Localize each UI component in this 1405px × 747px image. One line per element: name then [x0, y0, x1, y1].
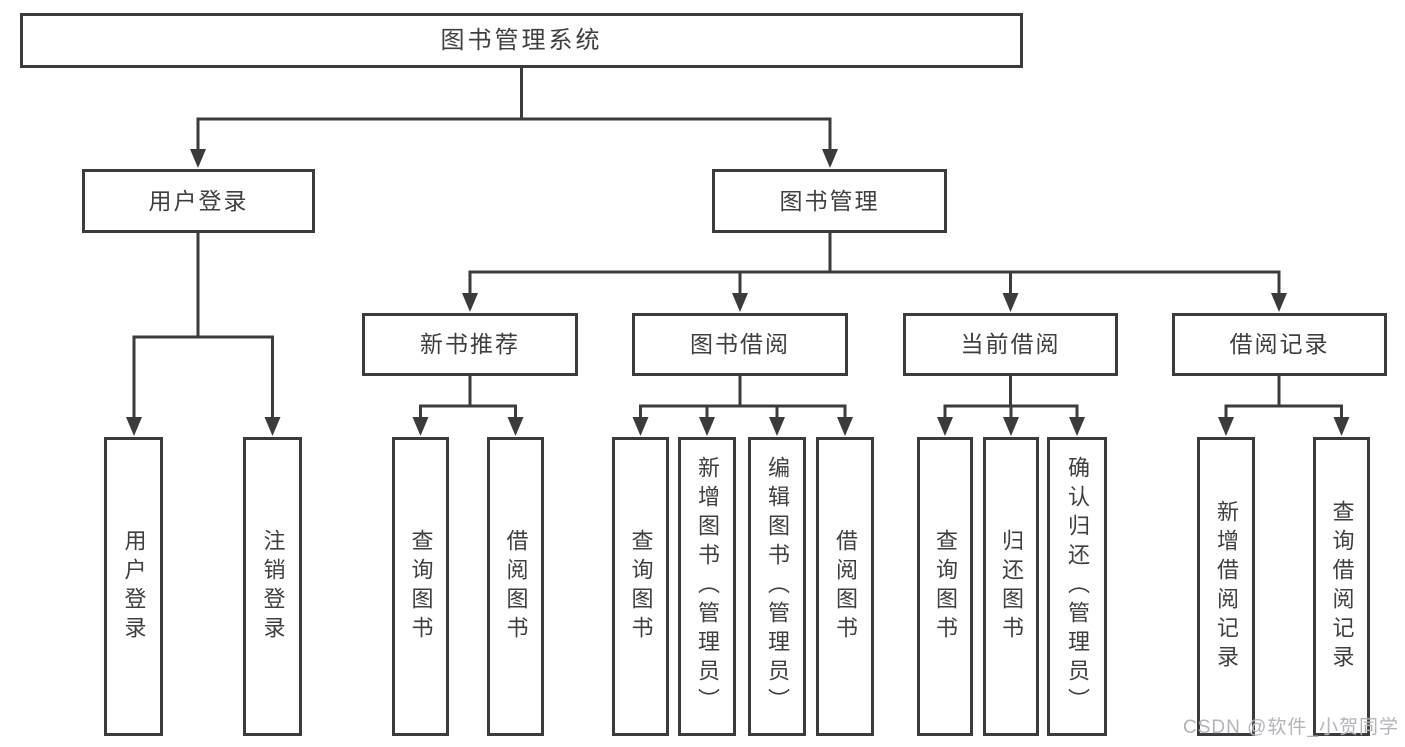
leaf-add-borrow-record: 新增借阅记录 [1197, 437, 1255, 736]
node-borrow-records: 借阅记录 [1172, 313, 1387, 376]
leaf-confirm-return-admin: 确认归还（管理员） [1047, 437, 1107, 736]
leaf-borrow-books-recommend: 借阅图书 [487, 437, 544, 736]
leaf-return-book: 归还图书 [983, 437, 1039, 736]
leaf-user-login: 用户登录 [104, 437, 163, 736]
leaf-query-books-current: 查询图书 [917, 437, 973, 736]
node-library-management-system: 图书管理系统 [20, 13, 1023, 68]
node-current-borrow: 当前借阅 [903, 313, 1118, 376]
leaf-borrow-books: 借阅图书 [816, 437, 874, 736]
node-user-login: 用户登录 [82, 169, 315, 233]
node-book-management: 图书管理 [712, 169, 947, 233]
leaf-query-books-borrow: 查询图书 [612, 437, 669, 736]
leaf-query-books-recommend: 查询图书 [392, 437, 449, 736]
leaf-query-borrow-record: 查询借阅记录 [1313, 437, 1370, 736]
watermark: CSDN @软件_小贺同学 [1183, 717, 1399, 738]
node-book-borrow: 图书借阅 [632, 313, 848, 376]
leaf-logout: 注销登录 [243, 437, 302, 736]
node-new-book-recommend: 新书推荐 [362, 313, 578, 376]
arrowheads-group [126, 149, 1350, 436]
leaf-edit-book-admin: 编辑图书（管理员） [748, 437, 806, 736]
leaf-add-book-admin: 新增图书（管理员） [678, 437, 736, 736]
